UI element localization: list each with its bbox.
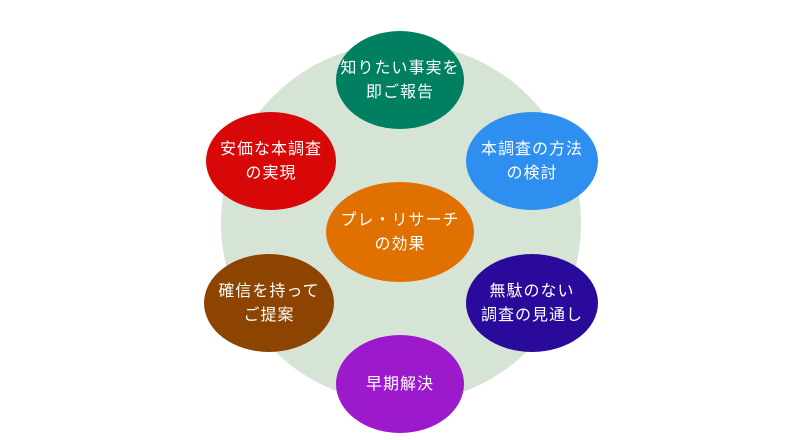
node-bottom: 早期解決 bbox=[336, 335, 464, 433]
node-lower-right-line1: 無駄のない bbox=[489, 281, 575, 300]
node-upper-right-line1: 本調査の方法 bbox=[480, 139, 583, 158]
node-upper-right-line2: の検討 bbox=[506, 163, 558, 182]
node-lower-left: 確信を持って ご提案 bbox=[204, 254, 334, 352]
node-top-line1: 知りたい事実を bbox=[340, 58, 460, 77]
node-upper-right: 本調査の方法 の検討 bbox=[466, 112, 598, 210]
node-upper-left: 安価な本調査 の実現 bbox=[206, 112, 336, 210]
center-node-line2: の効果 bbox=[374, 234, 426, 253]
node-lower-right-line2: 調査の見通し bbox=[480, 305, 583, 324]
node-top-line2: 即ご報告 bbox=[365, 82, 434, 101]
node-upper-left-line2: の実現 bbox=[245, 163, 297, 182]
node-lower-left-line1: 確信を持って bbox=[218, 281, 320, 300]
node-lower-right: 無駄のない 調査の見通し bbox=[466, 254, 598, 352]
node-top: 知りたい事実を 即ご報告 bbox=[336, 31, 464, 129]
center-node-line1: プレ・リサーチ bbox=[340, 210, 460, 229]
node-bottom-line1: 早期解決 bbox=[365, 374, 434, 393]
node-upper-left-line1: 安価な本調査 bbox=[219, 139, 322, 158]
node-lower-left-line2: ご提案 bbox=[243, 305, 295, 324]
center-node: プレ・リサーチ の効果 bbox=[326, 182, 474, 282]
